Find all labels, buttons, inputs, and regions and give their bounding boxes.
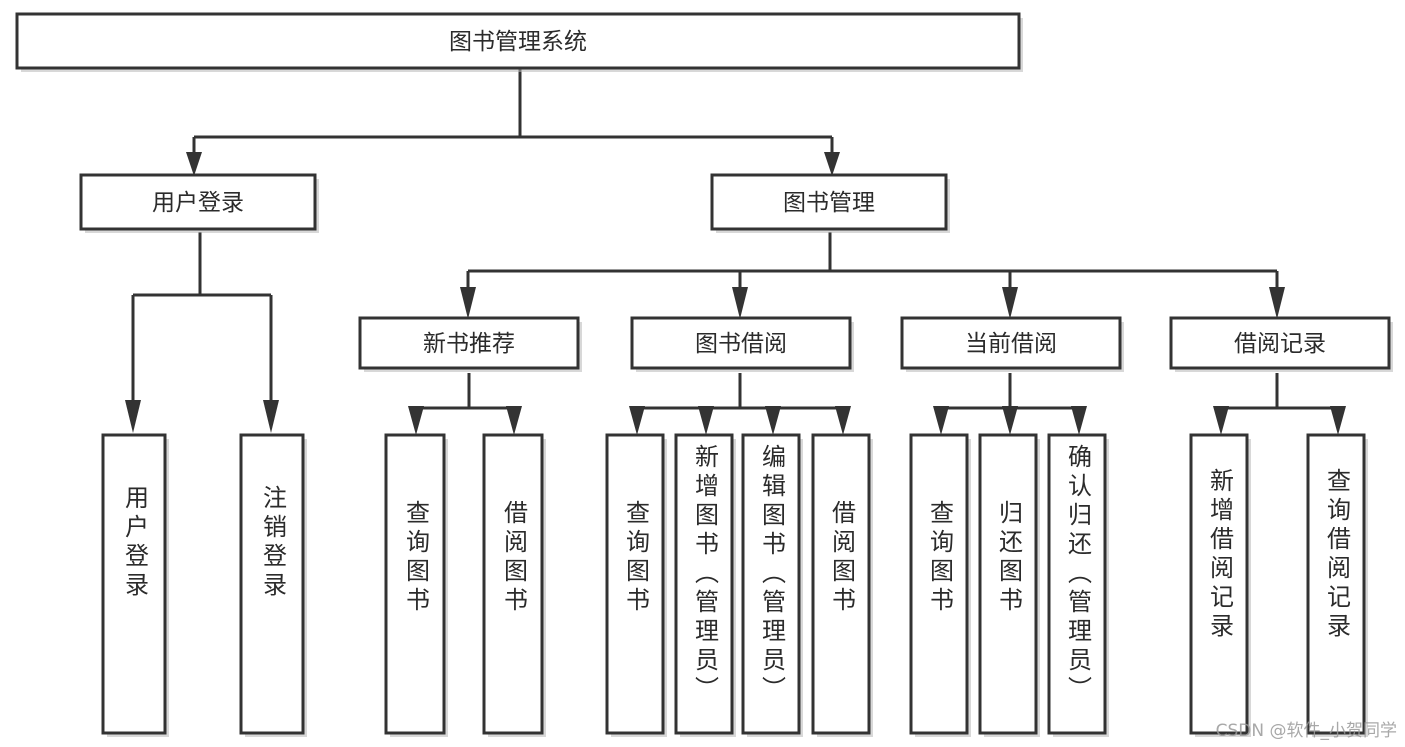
arrowhead-leaf-logout — [263, 400, 279, 433]
arrowhead-leaf-query-book-3 — [933, 406, 949, 435]
csdn-watermark: CSDN @软件_小贺同学 — [1215, 721, 1397, 741]
arrowhead-book-manage — [824, 152, 840, 176]
arrowhead-borrow-record — [1269, 287, 1285, 319]
arrowhead-leaf-query-record — [1330, 406, 1346, 435]
edge-layer — [125, 69, 1346, 435]
node-borrow-record[interactable] — [1169, 316, 1391, 370]
arrowhead-leaf-edit-book — [765, 406, 781, 435]
node-leaf-query-book-2[interactable] — [605, 433, 665, 735]
arrowhead-leaf-return-book — [1002, 406, 1018, 435]
node-leaf-logout[interactable] — [239, 433, 305, 735]
node-leaf-borrow-book-1[interactable] — [482, 433, 544, 735]
node-leaf-confirm-return[interactable] — [1047, 433, 1107, 735]
arrowhead-leaf-add-book — [698, 406, 714, 435]
node-current-borrow[interactable] — [900, 316, 1122, 370]
arrowhead-leaf-confirm-return — [1071, 406, 1087, 435]
node-leaf-edit-book[interactable] — [741, 433, 801, 735]
node-leaf-return-book[interactable] — [978, 433, 1038, 735]
node-leaf-add-book[interactable] — [674, 433, 734, 735]
arrowhead-leaf-add-record — [1213, 406, 1229, 435]
arrowhead-book-borrow — [732, 287, 748, 319]
node-book-manage[interactable] — [710, 173, 948, 231]
node-new-book-rec-label: 新书推荐 — [423, 331, 515, 357]
node-root[interactable] — [15, 12, 1021, 70]
node-root-label: 图书管理系统 — [449, 29, 587, 55]
node-layer: 图书管理系统 用户登录 图书管理 新书推荐 图书借阅 当前借阅 借阅记录 — [15, 12, 1393, 737]
node-new-book-rec[interactable] — [358, 316, 580, 370]
arrowhead-leaf-query-book-2 — [629, 406, 645, 435]
node-user-login-label: 用户登录 — [152, 190, 244, 216]
node-leaf-query-book-1[interactable] — [384, 433, 446, 735]
arrowhead-current-borrow — [1002, 287, 1018, 319]
node-leaf-borrow-book-2[interactable] — [811, 433, 871, 735]
node-current-borrow-label: 当前借阅 — [965, 331, 1057, 357]
node-leaf-query-book-3[interactable] — [909, 433, 969, 735]
arrowhead-leaf-borrow-book-1 — [506, 406, 522, 435]
arrowhead-leaf-user-login — [125, 400, 141, 433]
node-book-manage-label: 图书管理 — [783, 190, 875, 216]
arrowhead-user-login — [186, 152, 202, 176]
node-leaf-query-record[interactable] — [1306, 433, 1366, 735]
arrowhead-leaf-query-book-1 — [408, 406, 424, 435]
node-book-borrow-label: 图书借阅 — [695, 331, 787, 357]
arrowhead-leaf-borrow-book-2 — [835, 406, 851, 435]
node-book-borrow[interactable] — [630, 316, 852, 370]
arrowhead-new-book-rec — [460, 287, 476, 319]
node-user-login[interactable] — [79, 173, 317, 231]
node-leaf-user-login[interactable] — [101, 433, 167, 735]
node-leaf-add-record[interactable] — [1189, 433, 1249, 735]
node-borrow-record-label: 借阅记录 — [1234, 331, 1326, 357]
